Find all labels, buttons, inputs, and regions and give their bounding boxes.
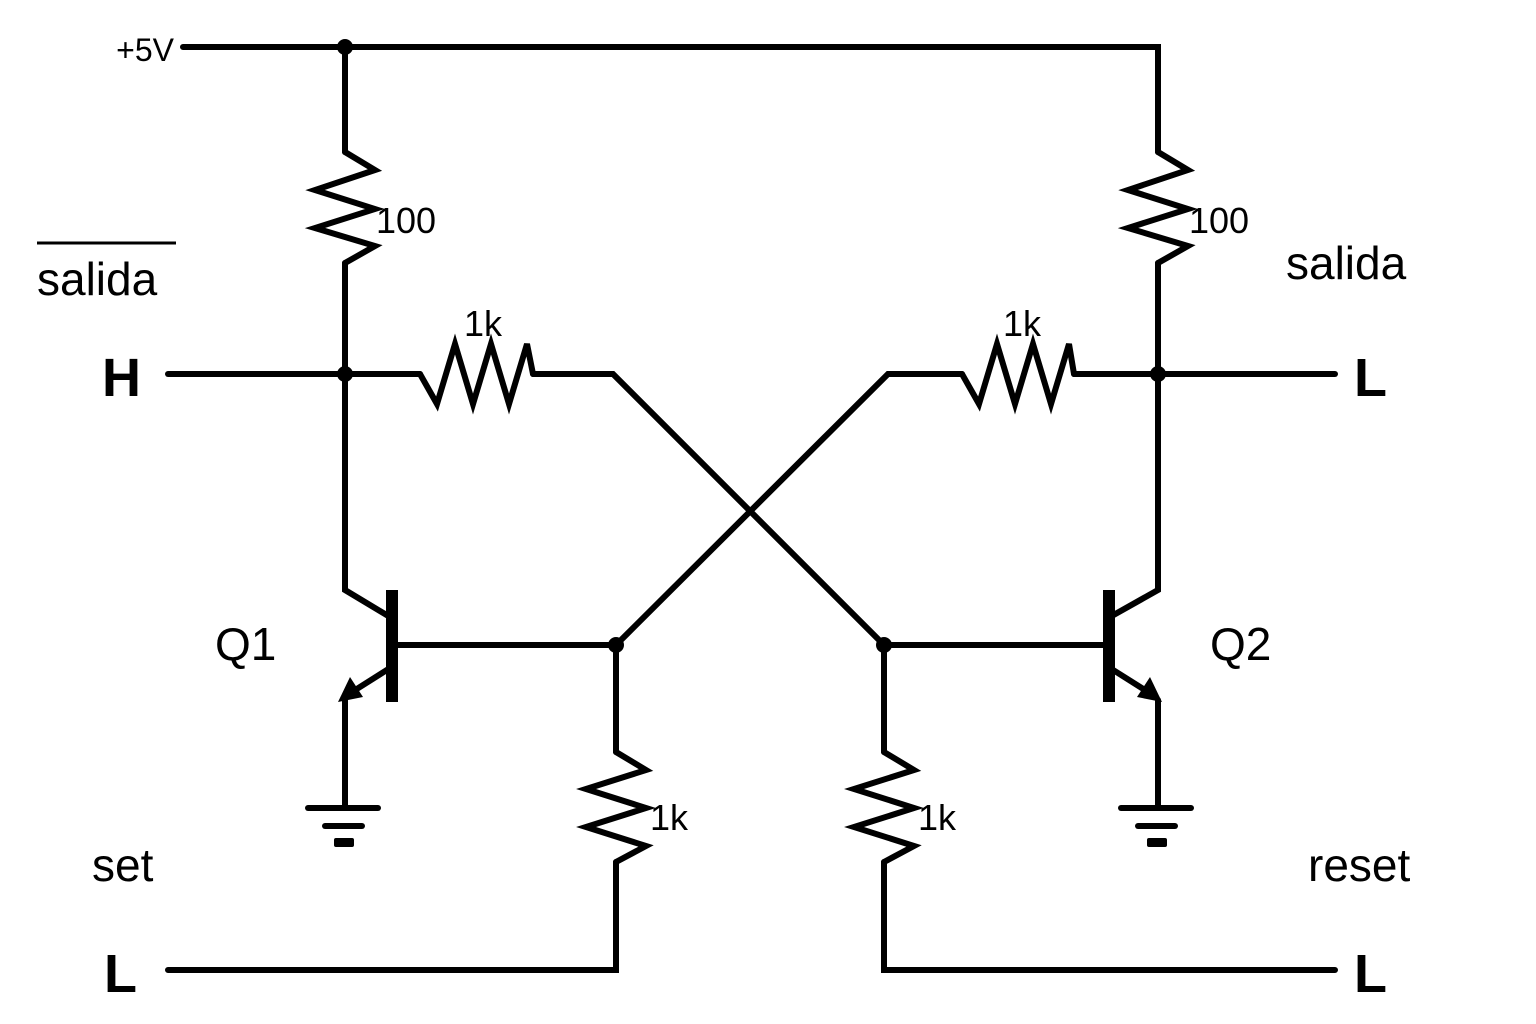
right-cross-wire <box>613 371 965 648</box>
reset-input-wire <box>881 859 1338 973</box>
base-right-value: 1k <box>918 797 957 838</box>
transistor-q1-label: Q1 <box>215 618 276 670</box>
cross-resistor-left <box>417 333 536 415</box>
set-input-wire <box>165 859 619 973</box>
junction-dot <box>337 39 353 55</box>
q2-base-wire <box>881 642 1108 755</box>
junction-dot <box>1150 366 1166 382</box>
output-right-label: salida <box>1286 237 1407 289</box>
q1-base-bar <box>386 590 398 702</box>
right-pullup-bottom-wire <box>1107 260 1161 620</box>
cross-resistor-right <box>959 333 1077 415</box>
q1-emitter-lead <box>347 663 395 697</box>
pullup-resistor-right <box>1117 149 1198 266</box>
wires <box>165 44 1338 973</box>
resistors <box>304 149 1198 865</box>
transistor-q1 <box>338 590 398 702</box>
supply-rail-wire <box>180 44 1161 155</box>
junction-dot <box>876 637 892 653</box>
cross-right-value: 1k <box>1003 303 1042 344</box>
junctions <box>337 39 1166 653</box>
left-cross-wire <box>530 371 887 648</box>
reset-label: reset <box>1308 839 1410 891</box>
base-resistor-right <box>844 749 924 865</box>
junction-dot <box>337 366 353 382</box>
transistor-q2 <box>1103 590 1162 702</box>
set-label: set <box>92 839 154 891</box>
base-resistor-left <box>576 749 656 865</box>
pullup-resistor-left <box>304 149 385 266</box>
output-left-state: H <box>102 348 141 408</box>
junction-dot <box>608 637 624 653</box>
output-right-state: L <box>1354 348 1387 408</box>
left-pullup-bottom-wire <box>342 260 393 620</box>
q2-base-bar <box>1103 590 1115 702</box>
output-left-label: salida <box>37 253 158 305</box>
base-left-value: 1k <box>650 797 689 838</box>
reset-state: L <box>1354 944 1387 1004</box>
ground-left-icon <box>305 805 381 847</box>
labels: +5V 100 100 1k 1k 1k 1k Q1 Q2 salida sal… <box>37 32 1410 1004</box>
supply-label: +5V <box>116 32 174 68</box>
pullup-left-value: 100 <box>376 200 436 241</box>
q1-emitter-arrow-icon <box>338 677 363 702</box>
q1-base-wire <box>395 642 619 755</box>
transistor-q2-label: Q2 <box>1210 618 1271 670</box>
q2-emitter-arrow-icon <box>1137 677 1162 702</box>
set-state: L <box>104 944 137 1004</box>
ground-right-icon <box>1118 805 1194 847</box>
pullup-right-value: 100 <box>1189 200 1249 241</box>
q2-emitter-lead <box>1105 663 1153 697</box>
cross-left-value: 1k <box>464 303 503 344</box>
